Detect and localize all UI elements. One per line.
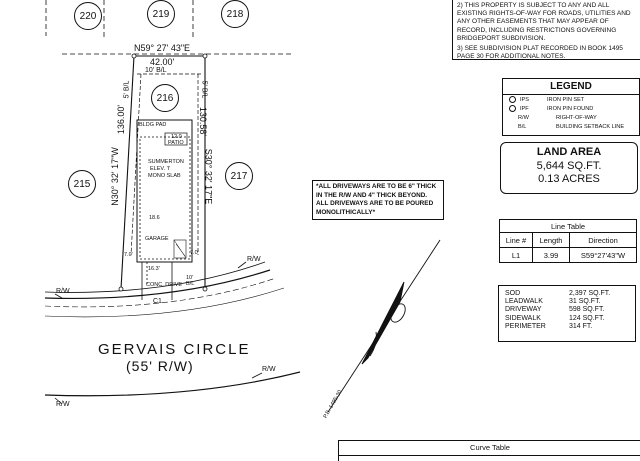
land-area-box: LAND AREA 5,644 SQ.FT. 0.13 ACRES bbox=[500, 142, 638, 194]
legend-desc: RIGHT-OF-WAY bbox=[556, 114, 597, 121]
side-dimension-right: 7.0' bbox=[190, 250, 199, 256]
bldg-pad-label: BLDG PAD bbox=[139, 122, 167, 128]
legend-item: IPS IRON PIN SET bbox=[503, 95, 639, 104]
curve-label-c1: C1 bbox=[153, 298, 162, 305]
right-of-way-label-4: R/W bbox=[262, 366, 276, 373]
lot-number-215: 215 bbox=[68, 170, 96, 198]
legend-title: LEGEND bbox=[503, 79, 639, 95]
list-item: SOD 2,397 SQ.FT. bbox=[505, 290, 635, 298]
lot-number-216: 216 bbox=[151, 84, 179, 112]
line-table-title: Line Table bbox=[499, 219, 637, 233]
left-distance: 136.00' bbox=[116, 104, 127, 135]
quantity-name: DRIVEWAY bbox=[505, 306, 542, 314]
right-of-way-label-1: R/W bbox=[56, 288, 70, 295]
list-item: PERIMETER 314 FT. bbox=[505, 323, 635, 331]
legend-code: R/W bbox=[518, 114, 529, 121]
front-setback-top: 10' B/L bbox=[145, 67, 167, 74]
street-name: GERVAIS CIRCLE bbox=[98, 341, 251, 358]
legend: LEGEND IPS IRON PIN SET IPF IRON PIN FOUND… bbox=[502, 78, 640, 136]
table-row: L1 3.99 S59°27'43"W bbox=[499, 247, 637, 263]
right-of-way-label-3: R/W bbox=[56, 401, 70, 408]
quantity-value: 2,397 SQ.FT. bbox=[569, 290, 611, 297]
line-table-header: Line # bbox=[499, 232, 533, 248]
lot-number-217: 217 bbox=[225, 162, 253, 190]
side-setback-left: 5' B/L bbox=[123, 80, 131, 99]
quantity-value: 31 SQ.FT. bbox=[569, 298, 601, 306]
list-item: SIDEWALK 124 SQ.FT. bbox=[505, 315, 635, 323]
survey-notes: 2) THIS PROPERTY IS SUBJECT TO ANY AND A… bbox=[452, 0, 640, 60]
line-table-cell: 3.99 bbox=[532, 247, 570, 263]
right-bearing: S30° 32' 17"E bbox=[203, 148, 214, 205]
lot-number-220: 220 bbox=[74, 2, 102, 30]
land-area-acres: 0.13 ACRES bbox=[538, 173, 600, 185]
legend-code: IPS bbox=[520, 96, 530, 103]
front-setback: 10' B/L bbox=[186, 275, 195, 287]
garage-label: GARAGE bbox=[145, 236, 169, 242]
quantities-box: SOD 2,397 SQ.FT. LEADWALK 31 SQ.FT. DRIVEW… bbox=[498, 285, 636, 342]
side-dimension-left: 7.0' bbox=[124, 252, 133, 258]
quantity-name: SOD bbox=[505, 290, 521, 297]
line-table-cell: S59°27'43"W bbox=[569, 247, 637, 263]
iron-pin-set-icon bbox=[509, 96, 516, 103]
quantity-value: 124 SQ.FT. bbox=[569, 314, 605, 322]
driveway-note: *ALL DRIVEWAYS ARE TO BE 6" THICK IN THE… bbox=[312, 180, 444, 220]
legend-desc: IRON PIN FOUND bbox=[547, 105, 594, 112]
right-of-way-label-2: R/W bbox=[247, 256, 261, 263]
house-model-2: ELEV. 'I' bbox=[150, 166, 171, 172]
curve-table: Curve Table bbox=[338, 440, 640, 461]
top-distance: 42.00' bbox=[150, 57, 175, 67]
line-table: Line Table Line # Length Direction L1 3.… bbox=[499, 219, 637, 263]
line-table-header: Direction bbox=[569, 232, 637, 248]
iron-pin-found-icon bbox=[509, 105, 516, 112]
lot-number-219: 219 bbox=[147, 0, 175, 28]
legend-desc: IRON PIN SET bbox=[547, 96, 585, 103]
quantity-name: SIDEWALK bbox=[505, 314, 541, 322]
drive-width: 16.3' bbox=[148, 266, 160, 272]
concrete-drive-label: CONC. DRIVE bbox=[146, 282, 183, 288]
patio-dimension: 12.0 bbox=[171, 134, 182, 140]
quantity-name: LEADWALK bbox=[505, 298, 543, 306]
line-table-header: Length bbox=[532, 232, 570, 248]
lot-number-218: 218 bbox=[221, 0, 249, 28]
top-bearing: N59° 27' 43"E bbox=[134, 43, 191, 53]
legend-code: B/L bbox=[518, 123, 527, 130]
land-area-sqft: 5,644 SQ.FT. bbox=[536, 160, 602, 172]
street-right-of-way: (55' R/W) bbox=[126, 358, 194, 374]
left-bearing: N30° 32' 17"W bbox=[109, 147, 120, 206]
house-model-1: SUMMERTON bbox=[148, 159, 184, 165]
list-item: DRIVEWAY 598 SQ.FT. bbox=[505, 306, 635, 314]
list-item: LEADWALK 31 SQ.FT. bbox=[505, 298, 635, 306]
patio-label: PATIO bbox=[168, 140, 184, 146]
garage-dimension: 18.6 bbox=[149, 215, 160, 221]
side-setback-right: 5' B/L bbox=[200, 80, 208, 99]
legend-desc: BUILDING SETBACK LINE bbox=[556, 123, 625, 130]
legend-code: IPF bbox=[520, 105, 529, 112]
legend-item: B/L BUILDING SETBACK LINE bbox=[503, 122, 639, 131]
note-2: 2) THIS PROPERTY IS SUBJECT TO ANY AND A… bbox=[457, 2, 631, 42]
curve-table-title: Curve Table bbox=[339, 441, 640, 456]
house-model-3: MONO SLAB bbox=[148, 173, 181, 179]
legend-item: R/W RIGHT-OF-WAY bbox=[503, 113, 639, 122]
land-area-title: LAND AREA bbox=[536, 146, 602, 158]
note-3: 3) SEE SUBDIVISION PLAT RECORDED IN BOOK… bbox=[457, 45, 623, 61]
legend-item: IPF IRON PIN FOUND bbox=[503, 104, 639, 113]
line-table-cell: L1 bbox=[499, 247, 533, 263]
quantity-value: 314 FT. bbox=[569, 322, 593, 330]
quantity-name: PERIMETER bbox=[505, 322, 546, 330]
quantity-value: 598 SQ.FT. bbox=[569, 306, 605, 314]
right-distance: 130.58' bbox=[198, 106, 209, 137]
